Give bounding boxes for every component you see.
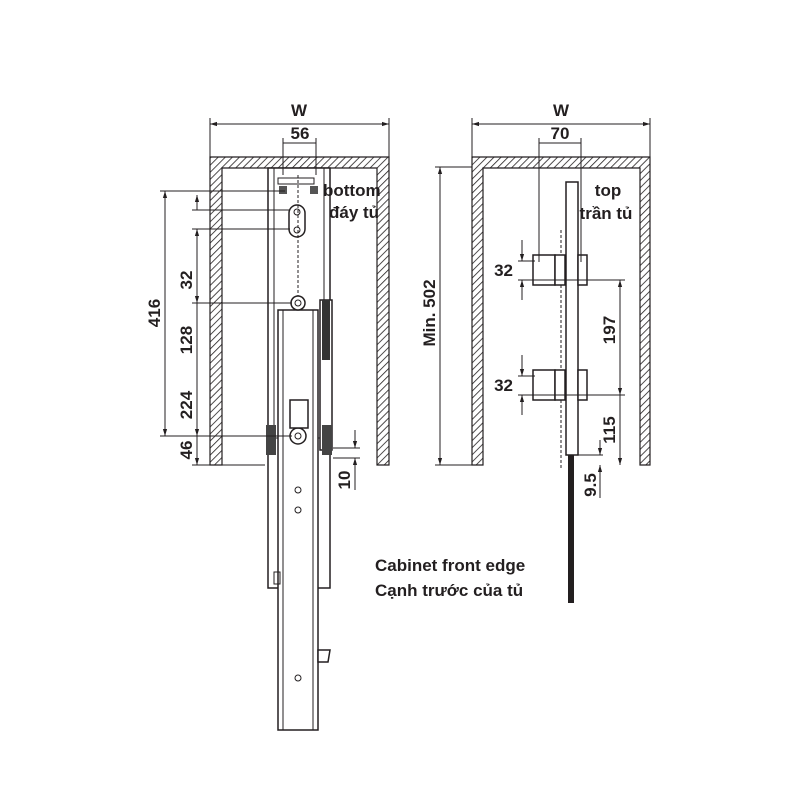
right-dim-115: 115 xyxy=(600,416,619,443)
left-dim-32: 32 xyxy=(177,271,196,290)
right-dimensions xyxy=(435,118,651,498)
left-dim-224: 224 xyxy=(177,390,196,419)
right-width-label: W xyxy=(553,101,570,120)
bottom-label-vi: đáy tủ xyxy=(329,203,379,222)
right-dim-197: 197 xyxy=(600,316,619,344)
right-dim-min-502: Min. 502 xyxy=(420,279,439,346)
right-dim-32-top: 32 xyxy=(494,261,513,280)
bottom-label: bottom xyxy=(323,181,381,200)
left-dim-416: 416 xyxy=(145,299,164,327)
top-label: top xyxy=(595,181,621,200)
right-dim-70: 70 xyxy=(551,124,570,143)
right-dim-32-bottom: 32 xyxy=(494,376,513,395)
left-dim-56: 56 xyxy=(291,124,310,143)
caption-vi: Cạnh trước của tủ xyxy=(375,581,523,600)
top-label-vi: trần tủ xyxy=(580,204,633,223)
right-cabinet xyxy=(471,156,651,466)
left-dim-128: 128 xyxy=(177,326,196,354)
left-dimensions xyxy=(160,118,390,490)
right-dim-9-5: 9.5 xyxy=(581,473,600,497)
caption-en: Cabinet front edge xyxy=(375,556,525,575)
left-mechanism xyxy=(266,167,333,731)
left-dim-10: 10 xyxy=(335,471,354,490)
right-mechanism xyxy=(532,181,588,603)
left-dim-46: 46 xyxy=(177,441,196,460)
left-width-label: W xyxy=(291,101,308,120)
